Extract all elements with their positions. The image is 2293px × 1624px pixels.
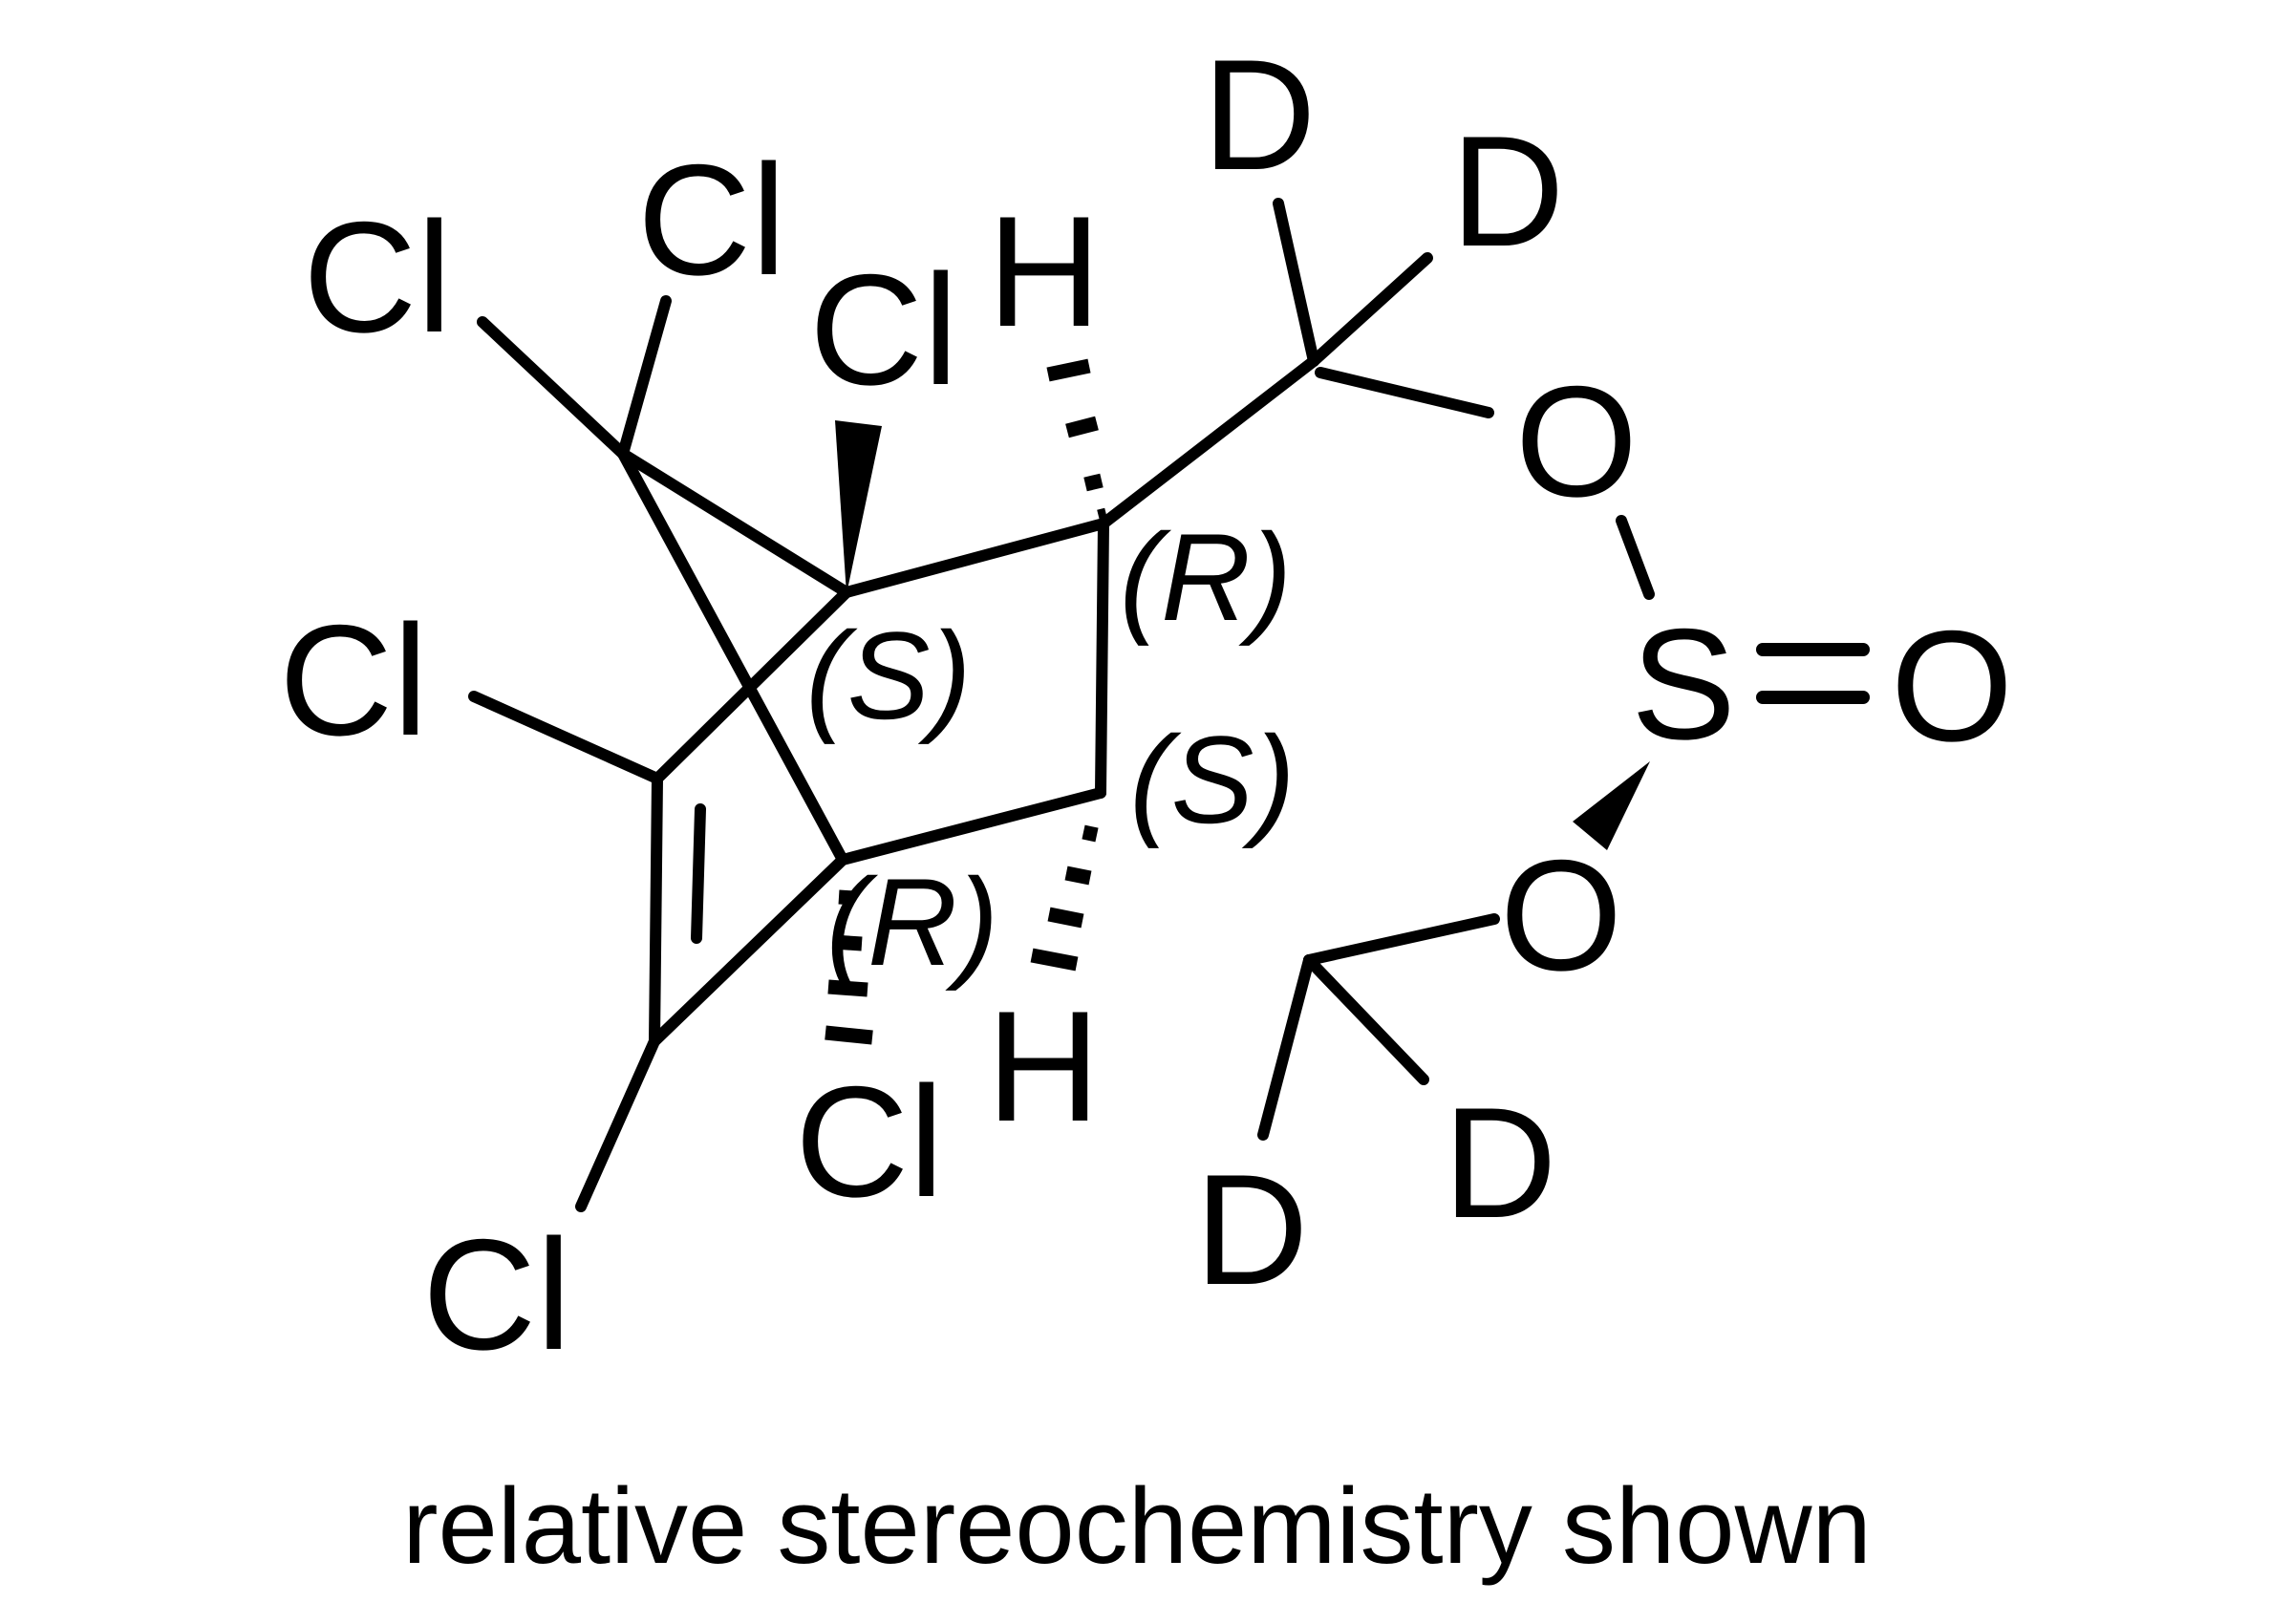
atom-label-oxygen-lower-ester: O	[1500, 827, 1622, 1003]
hash-C6-to-H-bottom-dash	[1064, 865, 1092, 886]
atom-label-deuterium-top-2: D	[1450, 103, 1564, 279]
bond	[1303, 954, 1429, 1085]
bond	[837, 787, 1106, 865]
atom-label-deuterium-bottom-1: D	[1194, 1142, 1308, 1317]
bond	[841, 518, 1109, 598]
bond	[617, 295, 672, 459]
caption-text: relative stereochemistry shown	[402, 1466, 1871, 1586]
bond	[575, 1036, 660, 1212]
bond	[1098, 355, 1319, 529]
bond	[468, 691, 663, 784]
atom-label-hydrogen-bottom: H	[986, 978, 1100, 1154]
bond	[1095, 518, 1109, 799]
hash-C4-to-Cl-bottom-dash	[827, 979, 868, 997]
bond	[477, 316, 629, 459]
atom-label-chlorine-top-left: Cl	[303, 189, 452, 365]
bond	[617, 448, 852, 598]
bond	[1308, 252, 1433, 367]
hash-C6-to-H-bottom-dash	[1082, 824, 1099, 843]
hash-C5-to-H-top-dash	[1046, 358, 1091, 382]
stereo-label-stereo-S-upper: (S)	[805, 606, 971, 745]
bond	[1616, 515, 1655, 600]
hash-C4-to-Cl-bottom-dash	[825, 1025, 873, 1045]
hash-C5-to-H-top-dash	[1097, 507, 1108, 524]
bond	[1303, 913, 1500, 966]
wedge-S-to-O	[1573, 761, 1650, 850]
atom-label-deuterium-top-1: D	[1202, 27, 1316, 203]
stereo-label-stereo-S-lower: (S)	[1129, 710, 1295, 849]
atom-label-chlorine-left: Cl	[279, 592, 428, 768]
bond	[649, 773, 663, 1047]
hash-C5-to-H-top-dash	[1083, 473, 1104, 492]
bond-layer	[468, 198, 1870, 1212]
bond	[1315, 367, 1494, 418]
hash-C6-to-H-bottom-dash	[1047, 907, 1084, 929]
bond	[617, 448, 848, 865]
stereo-label-stereo-R-upper: (R)	[1120, 507, 1292, 647]
hash-C4-to-Cl-bottom-dash	[832, 934, 863, 951]
bond	[691, 803, 706, 944]
atom-label-chlorine-wedge: Cl	[809, 242, 958, 417]
wedge-C1-to-Cl	[835, 420, 882, 594]
bond	[652, 587, 852, 784]
bond	[649, 854, 848, 1047]
atom-label-oxygen-upper-ester: O	[1515, 353, 1638, 529]
atom-label-chlorine-top: Cl	[637, 132, 786, 308]
stereo-label-stereo-R-lower: (R)	[826, 852, 998, 992]
atom-label-deuterium-bottom-2: D	[1443, 1075, 1556, 1250]
hash-C6-to-H-bottom-dash	[1030, 948, 1079, 972]
atom-label-sulfur: S	[1631, 596, 1736, 772]
hash-C5-to-H-top-dash	[1065, 416, 1099, 438]
atom-label-oxygen-sulfinyl: O	[1891, 598, 2013, 774]
atom-label-chlorine-bottom-left: Cl	[422, 1207, 571, 1382]
hash-C4-to-Cl-bottom-dash	[838, 889, 855, 906]
bond	[1257, 954, 1315, 1141]
bond	[1273, 198, 1319, 367]
atom-label-chlorine-hash-bottom: Cl	[795, 1054, 944, 1229]
atom-label-hydrogen-top: H	[987, 183, 1101, 359]
